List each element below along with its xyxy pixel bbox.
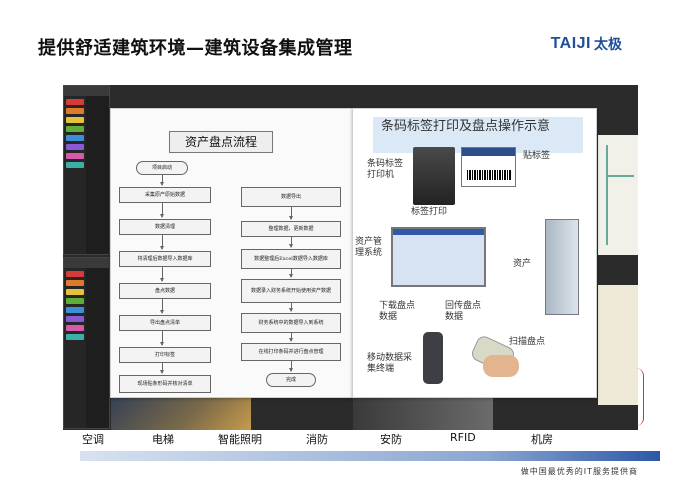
company-logo: TAIJI 太极 [551,34,622,54]
flow-step-right-5: 财务系统中的数据导入到系统 [241,313,341,333]
sidebar-swatch [66,153,84,159]
flow-step-left-4: 将清理后数据导入数据库 [119,251,211,267]
printer-label: 条码标签打印机 [367,159,404,180]
sidebar-swatch [66,135,84,141]
category-lighting: 智能照明 [218,433,262,446]
mobile-terminal-label: 移动数据采集终端 [367,353,413,374]
sidebar-swatch [66,99,84,105]
computer-monitor-icon [391,227,486,287]
flow-step-left-8: 现场贴条形码并核对清单 [119,375,211,393]
flow-arrow [160,331,164,346]
flow-arrow [289,207,293,220]
flowchart-title: 资产盘点流程 [169,131,273,153]
sidebar-swatch [66,271,84,277]
flow-arrow [289,269,293,278]
floor-plan-screenshot [598,135,638,255]
slide-title: 提供舒适建筑环境—建筑设备集成管理 [38,38,353,59]
flow-arrow [160,267,164,282]
sidebar-swatch [66,144,84,150]
category-datacenter: 机房 [531,433,553,446]
flow-arrow [160,363,164,374]
category-row: 空调 电梯 智能照明 消防 安防 RFID 机房 [0,431,700,447]
footer-slogan: 做中国最优秀的IT服务提供商 [520,467,638,476]
sidebar-swatch [66,307,84,313]
flow-arrow [289,333,293,342]
flow-arrow [289,237,293,248]
category-hvac: 空调 [82,433,104,446]
handheld-terminal-icon [423,332,443,384]
sidebar-swatch [66,298,84,304]
logo-text-en: TAIJI [550,35,591,52]
sidebar-swatch [66,162,84,168]
flow-arrow [160,299,164,314]
flow-arrow [289,361,293,372]
hand-icon [483,355,519,377]
equipment-photo [353,395,493,430]
barcode-printer-icon [413,147,455,205]
flow-step-left-1: 项目启动 [136,161,188,175]
sidebar-swatch [66,289,84,295]
asset-cabinet-icon [545,219,579,315]
sidebar-swatch [66,334,84,340]
flow-step-right-3: 数据整理后Excel数据导入数据库 [241,249,341,269]
decorative-curve [636,368,644,426]
sidebar-swatch [66,117,84,123]
sidebar-swatch [66,108,84,114]
footer-bar [80,451,660,461]
upload-label: 回传盘点数据 [445,301,482,322]
sidebar-swatch [66,325,84,331]
barcode-operation-diagram: 条码标签打印及盘点操作示意 条码标签打印机 贴标签 标签打印 资产管理系统 资产… [352,108,597,398]
flow-step-left-6: 导出盘点清单 [119,315,211,331]
barcode-tag-icon [461,147,516,187]
attach-label: 贴标签 [523,151,551,161]
asset-label: 资产 [513,259,532,269]
download-label: 下载盘点数据 [379,301,416,322]
category-fire: 消防 [306,433,328,446]
flow-step-left-3: 数据清理 [119,219,211,235]
flow-arrow [160,175,164,186]
building-map-screenshot [598,285,638,405]
print-label: 标签打印 [411,207,448,217]
flow-step-right-7: 完成 [266,373,316,387]
dashboard-screenshot-top-left [63,85,110,255]
sidebar-swatch [66,126,84,132]
flow-step-right-1: 数据导出 [241,187,341,207]
flow-step-right-4: 数据录入财务系统开始使用资产数据 [241,279,341,303]
system-label: 资产管理系统 [355,237,383,258]
dashboard-screenshot-bottom-left [63,257,110,429]
sidebar-swatch [66,280,84,286]
flow-step-right-6: 在线打印条码并进行盘点管理 [241,343,341,361]
logo-text-zh: 太极 [594,37,622,53]
flow-arrow [289,303,293,312]
sidebar-swatch [66,316,84,322]
flow-arrow [160,235,164,250]
flow-step-left-5: 盘点数据 [119,283,211,299]
flow-step-left-2: 采集原产原始数据 [119,187,211,203]
flow-step-left-7: 打印标签 [119,347,211,363]
flow-step-right-2: 整理数据，更新数据 [241,221,341,237]
category-security: 安防 [380,433,402,446]
flow-arrow [160,203,164,218]
category-rfid: RFID [450,431,476,444]
category-elevator: 电梯 [152,433,174,446]
asset-inventory-flowchart: 资产盘点流程 项目启动 采集原产原始数据 数据清理 将清理后数据导入数据库 盘点… [110,108,353,398]
scan-label: 扫描盘点 [509,337,546,347]
